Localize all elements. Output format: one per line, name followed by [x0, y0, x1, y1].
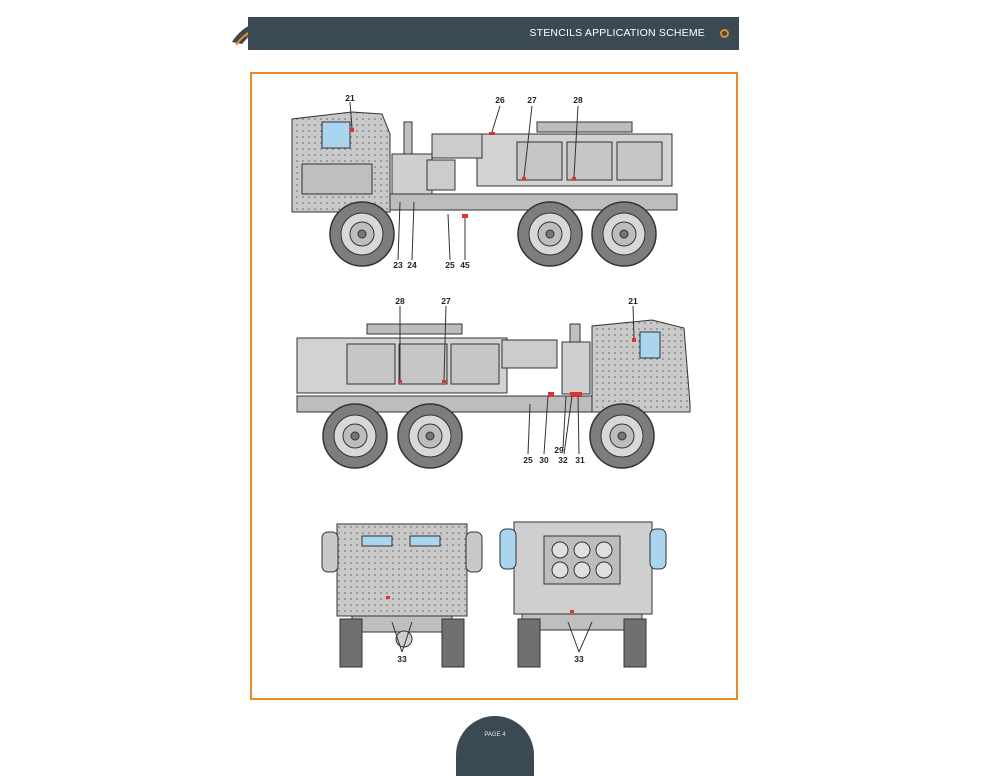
- callout-label: 32: [558, 455, 568, 465]
- rear-view: [499, 521, 667, 668]
- vehicle-drawings: [291, 101, 691, 668]
- callout-label: 25: [523, 455, 533, 465]
- front-view: [321, 523, 483, 668]
- callout-label: 33: [397, 654, 407, 664]
- callout-label: 30: [539, 455, 549, 465]
- callout-label: 25: [445, 260, 455, 270]
- callout-label: 31: [575, 455, 585, 465]
- callout-label: 27: [527, 95, 537, 105]
- callout-label: 28: [573, 95, 583, 105]
- callout-label: 24: [407, 260, 417, 270]
- drawing-frame: 21 26 27 28 23 24 25 45 28 27 21 25 30 2…: [250, 72, 738, 700]
- callout-label: 28: [395, 296, 405, 306]
- callout-label: 23: [393, 260, 403, 270]
- header-bar: STENCILS APPLICATION SCHEME: [248, 17, 739, 50]
- callout-label: 26: [495, 95, 505, 105]
- callout-label: 45: [460, 260, 470, 270]
- page-number: PAGE 4: [484, 732, 506, 738]
- page-title: STENCILS APPLICATION SCHEME: [529, 27, 705, 39]
- left-side-view: [291, 101, 678, 267]
- callout-label: 21: [345, 93, 355, 103]
- right-side-view: [296, 305, 691, 469]
- callout-label: 21: [628, 296, 638, 306]
- callout-label: 29: [554, 445, 564, 455]
- callout-label: 27: [441, 296, 451, 306]
- bullet-icon: [720, 29, 729, 38]
- page-number-tab: PAGE 4: [456, 716, 534, 776]
- callout-label: 33: [574, 654, 584, 664]
